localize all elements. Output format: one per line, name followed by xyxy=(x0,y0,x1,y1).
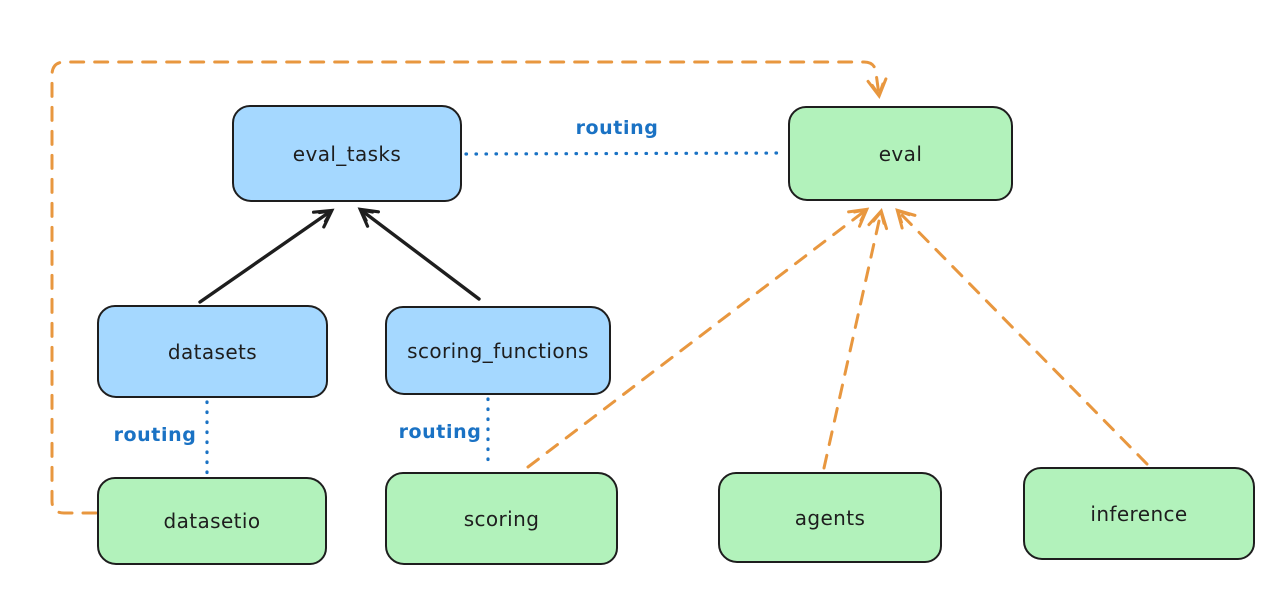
node-datasets: datasets xyxy=(97,305,328,398)
edge-eval_tasks-to-eval-routing xyxy=(464,151,787,156)
node-label: agents xyxy=(794,505,866,530)
node-agents: agents xyxy=(718,472,942,563)
edge-agents-to-eval xyxy=(822,208,889,470)
edge-datasets-to-eval_tasks xyxy=(198,208,335,304)
edge-label-routing-top: routing xyxy=(575,117,659,139)
node-label: eval_tasks xyxy=(292,141,402,166)
edge-scoring_functions-to-eval_tasks xyxy=(357,207,481,301)
node-label: datasets xyxy=(167,339,258,364)
node-eval: eval xyxy=(788,106,1013,201)
node-label: scoring xyxy=(463,506,540,531)
node-inference: inference xyxy=(1023,467,1255,560)
node-label: datasetio xyxy=(163,509,261,533)
node-datasetio: datasetio xyxy=(97,477,327,565)
node-scoring: scoring xyxy=(385,472,618,565)
edge-inference-to-eval xyxy=(895,208,1149,466)
node-label: inference xyxy=(1090,501,1188,526)
node-label: scoring_functions xyxy=(407,338,589,363)
edge-label-routing-left: routing xyxy=(113,424,197,446)
node-eval-tasks: eval_tasks xyxy=(232,105,462,202)
edge-label-routing-mid: routing xyxy=(398,421,482,443)
node-scoring-functions: scoring_functions xyxy=(385,306,611,395)
node-label: eval xyxy=(878,141,923,166)
